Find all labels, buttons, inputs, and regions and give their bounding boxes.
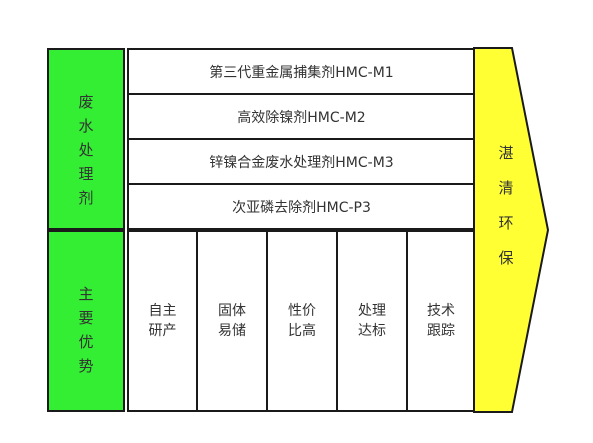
arrow-char: 清: [498, 179, 513, 197]
label-char: 水: [78, 117, 94, 135]
advantage-text: 自主: [148, 303, 177, 319]
arrow-char: 环: [498, 214, 513, 232]
arrow-shape: [473, 47, 550, 413]
advantages-panel: 自主 研产 固体 易储 性价 比高 处理 达标 技术 跟踪: [127, 230, 476, 412]
advantage-cell: 固体 易储: [198, 232, 268, 410]
main-advantages-label-box: 主 要 优 势: [47, 230, 125, 412]
label-char: 剂: [78, 189, 94, 207]
advantage-text: 达标: [358, 323, 386, 339]
wastewater-agent-label: 废 水 处 理 剂: [49, 90, 123, 210]
product-name: 锌镍合金废水处理剂HMC-M3: [209, 154, 394, 171]
advantage-text: 比高: [288, 323, 316, 339]
result-arrow: 湛 清 环 保: [473, 47, 550, 413]
product-row: 高效除镍剂HMC-M2: [129, 95, 474, 140]
product-row: 锌镍合金废水处理剂HMC-M3: [129, 140, 474, 185]
advantage-cell: 处理 达标: [338, 232, 408, 410]
arrow-char: 保: [498, 249, 513, 267]
advantage-cell: 自主 研产: [129, 232, 198, 410]
products-panel: 第三代重金属捕集剂HMC-M1 高效除镍剂HMC-M2 锌镍合金废水处理剂HMC…: [127, 48, 476, 230]
advantage-text: 性价: [288, 303, 316, 319]
product-name: 高效除镍剂HMC-M2: [237, 109, 366, 126]
advantage-cell: 技术 跟踪: [408, 232, 474, 410]
label-char: 优: [78, 333, 94, 351]
label-char: 主: [78, 285, 94, 303]
label-char: 处: [78, 141, 94, 159]
advantage-text: 研产: [148, 323, 177, 339]
advantage-text: 固体: [218, 303, 246, 319]
main-advantages-label: 主 要 优 势: [49, 282, 123, 378]
advantage-text: 处理: [358, 303, 386, 319]
product-name: 第三代重金属捕集剂HMC-M1: [209, 64, 394, 81]
label-char: 势: [78, 357, 94, 375]
label-char: 理: [78, 165, 94, 183]
arrow-char: 湛: [498, 144, 513, 162]
product-name: 次亚磷去除剂HMC-P3: [232, 199, 371, 216]
advantage-text: 跟踪: [427, 323, 455, 339]
product-row: 第三代重金属捕集剂HMC-M1: [129, 50, 474, 95]
advantage-text: 易储: [218, 323, 246, 339]
advantage-text: 技术: [427, 303, 455, 319]
label-char: 要: [78, 309, 94, 327]
label-char: 废: [78, 93, 94, 111]
wastewater-agent-label-box: 废 水 处 理 剂: [47, 48, 125, 230]
product-row: 次亚磷去除剂HMC-P3: [129, 185, 474, 228]
advantage-cell: 性价 比高: [268, 232, 338, 410]
